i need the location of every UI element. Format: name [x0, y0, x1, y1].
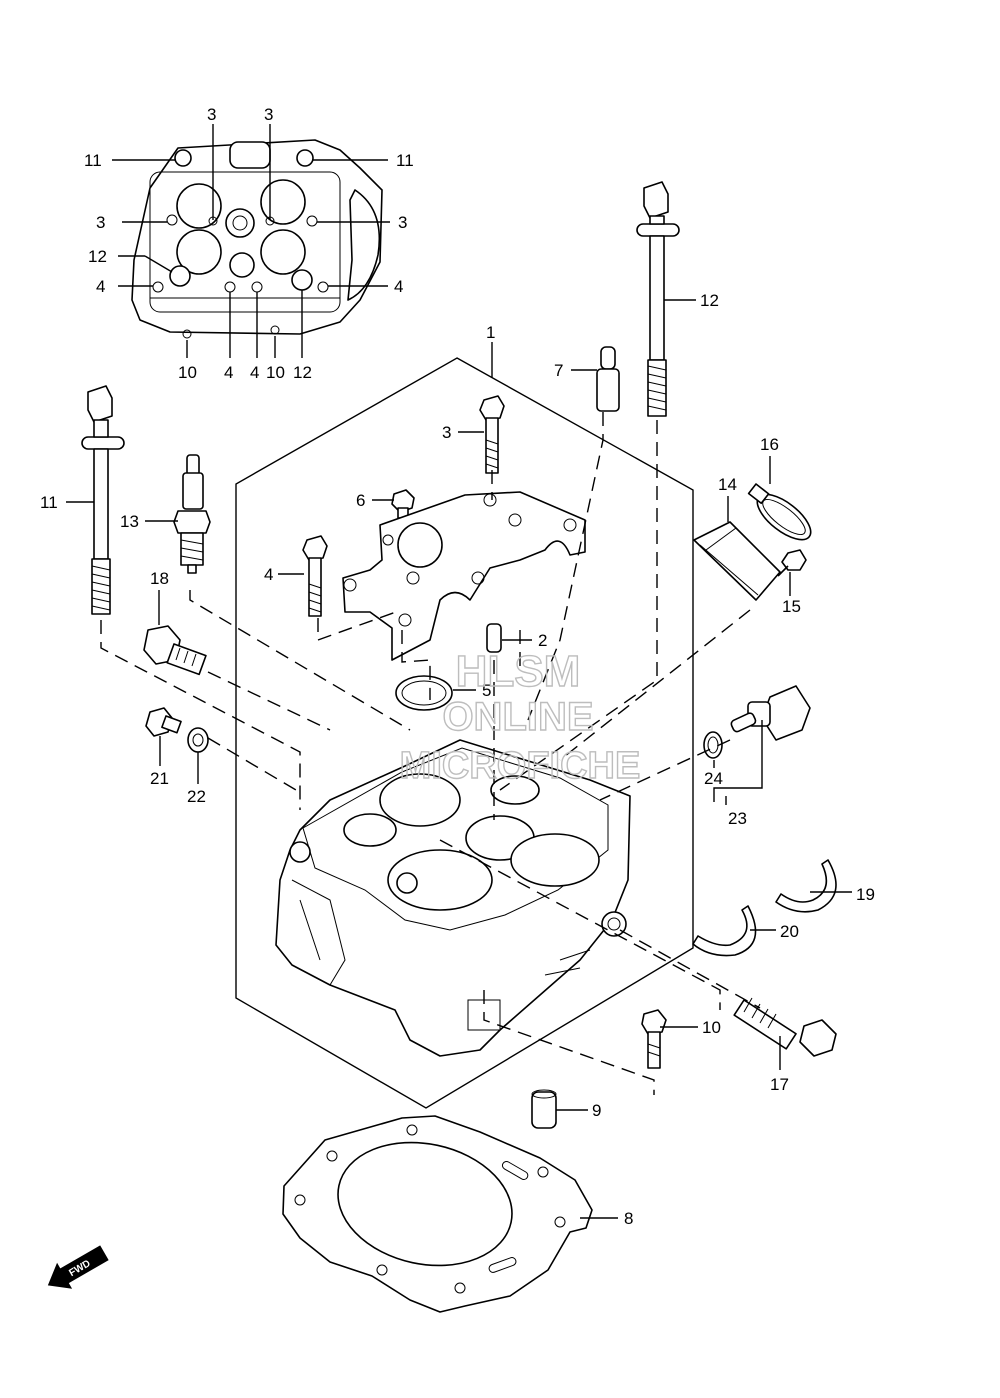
callout-14: 14 [718, 475, 737, 494]
callout-4: 4 [264, 565, 273, 584]
inset-callout-3-left: 3 [96, 213, 105, 232]
head-gasket-8 [282, 1115, 593, 1313]
seal-19 [775, 859, 837, 913]
main-callouts: 1 2 3 4 5 6 7 8 9 10 11 12 13 14 15 16 1… [40, 291, 875, 1228]
callout-6: 6 [356, 491, 365, 510]
screw-15 [777, 549, 807, 577]
clamp-16 [747, 483, 812, 541]
callout-1: 1 [486, 323, 495, 342]
cylinder-head-top-view [131, 139, 383, 339]
inset-callout-10-b: 10 [266, 363, 285, 382]
bolt-6 [391, 489, 415, 519]
inset-callout-4-a: 4 [224, 363, 233, 382]
assembly-frame [235, 357, 694, 1109]
inset-callout-10-a: 10 [178, 363, 197, 382]
callout-7: 7 [554, 361, 563, 380]
spark-plug-13 [173, 454, 211, 574]
callout-8: 8 [624, 1209, 633, 1228]
inset-callout-3b: 3 [264, 105, 273, 124]
watermark: HLSM ONLINE MICROFICHE [399, 646, 641, 787]
camshaft-holder [342, 491, 586, 661]
bolt-10 [641, 1009, 667, 1069]
o-ring-24 [703, 731, 723, 759]
bolt-17 [733, 997, 837, 1057]
washer-22 [187, 727, 209, 753]
callout-15: 15 [782, 597, 801, 616]
seal-20 [692, 905, 757, 957]
inset-callout-3a: 3 [207, 105, 216, 124]
leader-lines [66, 299, 852, 1219]
bolt-3 [479, 395, 505, 474]
callout-9: 9 [592, 1101, 601, 1120]
temp-sensor-23 [730, 685, 811, 741]
bolt-21 [145, 707, 182, 737]
inset-callout-4-left: 4 [96, 277, 105, 296]
inset-callout-12-left: 12 [88, 247, 107, 266]
stud-7 [596, 346, 620, 412]
callout-11: 11 [40, 493, 58, 512]
bolt-12 [636, 181, 680, 417]
inset-callout-11-left: 11 [84, 151, 102, 170]
fwd-arrow: FWD [47, 1245, 109, 1289]
bolt-11 [81, 385, 125, 615]
callout-19: 19 [856, 885, 875, 904]
callout-22: 22 [187, 787, 206, 806]
bolt-4 [302, 535, 328, 617]
callout-16: 16 [760, 435, 779, 454]
o-ring-5 [395, 675, 453, 711]
callout-5: 5 [482, 681, 491, 700]
bolt-18 [143, 625, 207, 676]
dowel-pin-2 [486, 623, 502, 653]
callout-17: 17 [770, 1075, 789, 1094]
callout-20: 20 [780, 922, 799, 941]
inset-leader-lines [112, 124, 390, 358]
watermark-line-2: ONLINE [442, 695, 593, 739]
callout-10: 10 [702, 1018, 721, 1037]
inset-callout-3-right: 3 [398, 213, 407, 232]
intake-pipe-14 [693, 521, 781, 601]
inset-callouts: 3 3 11 11 3 3 12 4 4 10 4 4 10 12 [84, 105, 414, 382]
callout-13: 13 [120, 512, 139, 531]
callout-18: 18 [150, 569, 169, 588]
callout-23: 23 [728, 809, 747, 828]
dowel-9 [531, 1089, 557, 1129]
callout-12: 12 [700, 291, 719, 310]
inset-callout-12-b: 12 [293, 363, 312, 382]
callout-3: 3 [442, 423, 451, 442]
inset-callout-4-right: 4 [394, 277, 403, 296]
callout-21: 21 [150, 769, 169, 788]
inset-callout-11-right: 11 [396, 151, 414, 170]
inset-callout-4-b: 4 [250, 363, 259, 382]
watermark-line-1: HLSM [456, 647, 581, 696]
callout-2: 2 [538, 631, 547, 650]
cylinder-head-1 [275, 739, 631, 1057]
callout-24: 24 [704, 769, 723, 788]
watermark-line-3: MICROFICHE [400, 745, 641, 787]
